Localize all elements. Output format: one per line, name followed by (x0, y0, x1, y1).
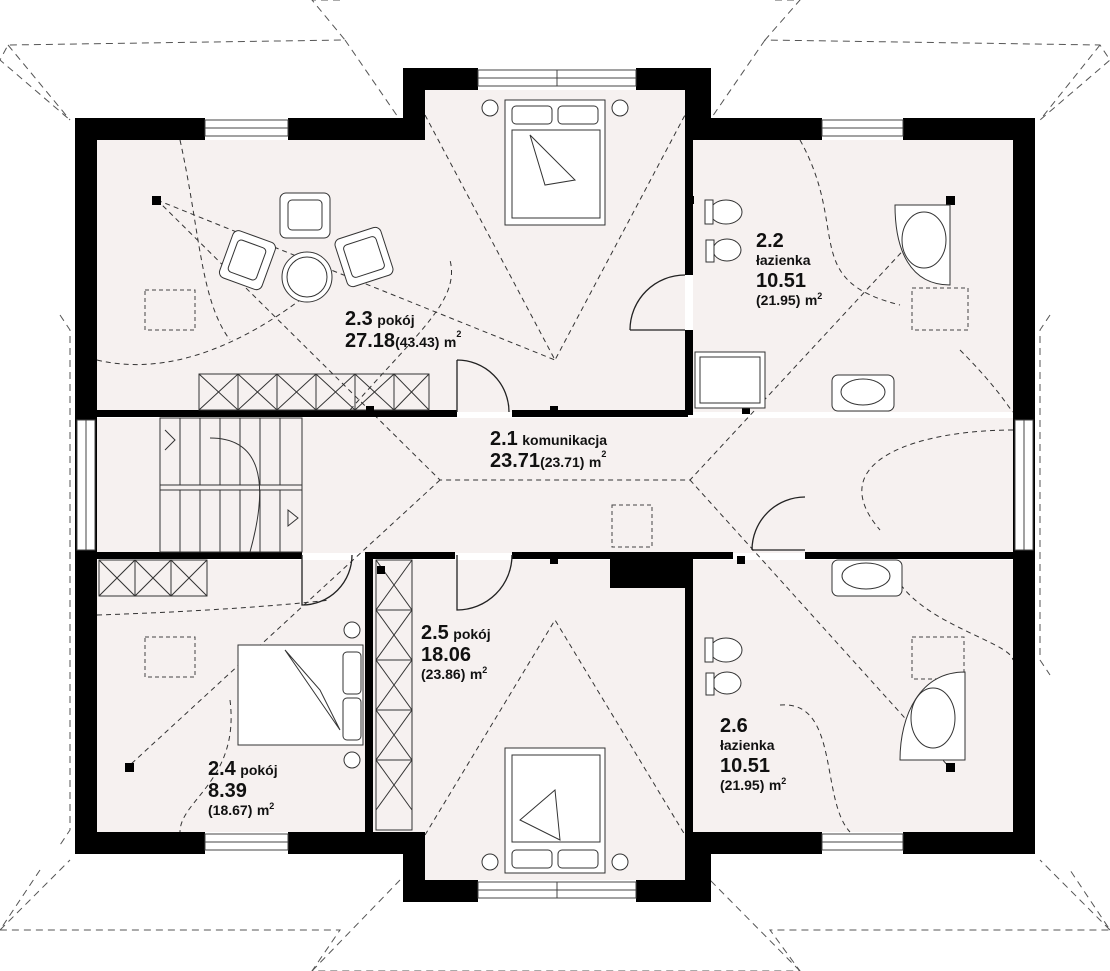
area-unit: m (804, 291, 818, 308)
room-total-area: (43.43) (395, 334, 440, 350)
room-2-2-label: 2.2 łazienka 10.51 (21.95) m2 (756, 230, 822, 309)
bathroom-fixtures-top (694, 199, 951, 412)
area-unit: m (256, 802, 270, 818)
bed-bottom (481, 747, 629, 874)
room-area: 18.06 (421, 644, 472, 666)
room-name: pokój (453, 626, 491, 642)
area-unit-exp: 2 (601, 449, 607, 459)
area-unit-exp: 2 (781, 775, 787, 786)
room-number: 2.3 (345, 308, 373, 330)
room-number: 2.1 (490, 428, 518, 450)
room-name: pokój (377, 312, 415, 328)
room-area: 10.51 (756, 269, 807, 292)
area-unit: m (588, 454, 602, 470)
room-2-3-label: 2.3 pokój 27.18(43.43) m2 (345, 308, 461, 352)
room-number: 2.5 (421, 622, 449, 644)
area-unit-exp: 2 (269, 801, 275, 811)
staircase (159, 417, 303, 553)
wardrobes (98, 373, 430, 831)
room-area: 10.51 (720, 754, 771, 777)
windows (76, 69, 1034, 899)
bed-left (237, 621, 364, 769)
area-unit-exp: 2 (482, 665, 488, 675)
room-total-area: (21.95) (756, 291, 801, 308)
room-total-area: (23.71) (540, 454, 585, 470)
room-name: łazienka (720, 737, 775, 753)
area-unit-exp: 2 (817, 290, 823, 301)
room-2-1-label: 2.1 komunikacja 23.71(23.71) m2 (490, 428, 607, 472)
ceiling-points (125, 196, 955, 772)
room-name: komunikacja (522, 432, 608, 448)
room-name: łazienka (756, 252, 811, 268)
room-number: 2.2 (756, 230, 784, 252)
room-area: 23.71 (490, 450, 541, 472)
room-number: 2.6 (720, 715, 748, 737)
room-2-5-label: 2.5 pokój 18.06 (23.86) m2 (421, 622, 491, 684)
area-unit-exp: 2 (456, 329, 462, 339)
area-unit: m (469, 666, 483, 682)
walls (75, 68, 1035, 902)
bed-top (481, 99, 629, 226)
doors (301, 274, 806, 611)
room-total-area: (21.95) (720, 776, 765, 793)
room-area: 8.39 (208, 780, 247, 802)
room-number: 2.4 (208, 758, 236, 780)
area-unit: m (443, 334, 457, 350)
living-furniture (218, 192, 394, 303)
room-total-area: (18.67) (208, 802, 253, 818)
room-floors (97, 90, 1013, 880)
room-area: 27.18 (345, 330, 396, 352)
room-total-area: (23.86) (421, 666, 466, 682)
room-2-4-label: 2.4 pokój 8.39 (18.67) m2 (208, 758, 278, 820)
room-name: pokój (240, 762, 278, 778)
bathroom-fixtures-bottom (704, 559, 966, 761)
area-unit: m (768, 776, 782, 793)
room-2-6-label: 2.6 łazienka 10.51 (21.95) m2 (720, 715, 786, 794)
